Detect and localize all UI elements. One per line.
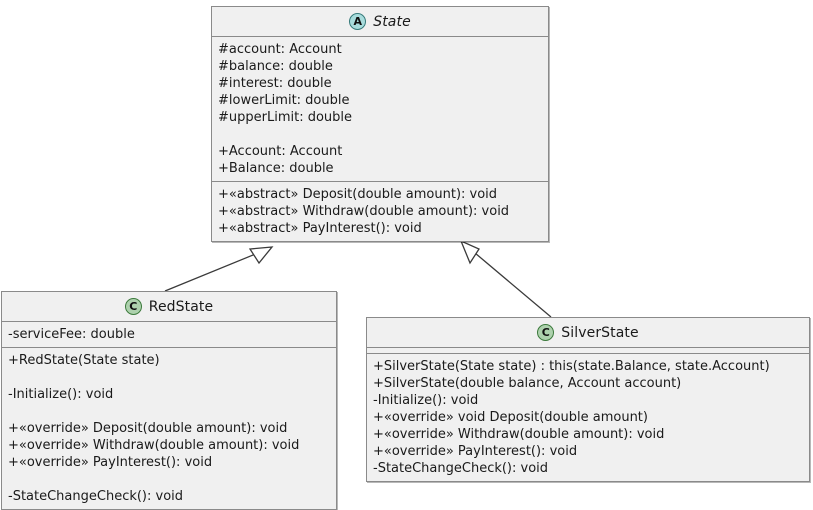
method-group-spacer — [8, 403, 331, 420]
class-header-redstate: C RedState — [2, 292, 336, 322]
method-line: +«abstract» PayInterest(): void — [218, 221, 422, 236]
method-group-spacer — [8, 369, 331, 386]
class-name-state: State — [373, 13, 411, 30]
method-line: -StateChangeCheck(): void — [373, 461, 549, 476]
method-line: +«override» Withdraw(double amount): voi… — [8, 438, 300, 453]
attribute-line: +Account: Account — [218, 144, 343, 159]
attribute-line: #upperLimit: double — [218, 110, 353, 125]
class-box-state[interactable]: A State #account: Account #balance: doub… — [211, 6, 549, 242]
class-header-silverstate: C SilverState — [367, 318, 809, 348]
attribute-line: #interest: double — [218, 76, 332, 91]
method-line: +«abstract» Withdraw(double amount): voi… — [218, 204, 510, 219]
method-line: +«override» Deposit(double amount): void — [8, 421, 288, 436]
attributes-compartment-state: #account: Account #balance: double #inte… — [212, 37, 548, 181]
attributes-compartment-redstate: -serviceFee: double — [2, 322, 336, 347]
method-line: +SilverState(State state) : this(state.B… — [373, 359, 770, 374]
attribute-line: -serviceFee: double — [8, 327, 135, 342]
methods-compartment-redstate: +RedState(State state) -Initialize(): vo… — [2, 347, 336, 509]
method-line: +«override» Withdraw(double amount): voi… — [373, 427, 665, 442]
method-line: +«override» PayInterest(): void — [373, 444, 578, 459]
hollow-triangle-arrowhead — [459, 239, 480, 265]
attribute-line: +Balance: double — [218, 161, 334, 176]
class-header-state: A State — [212, 7, 548, 37]
hollow-triangle-arrowhead — [248, 246, 274, 265]
methods-compartment-silverstate: +SilverState(State state) : this(state.B… — [367, 353, 809, 481]
attribute-group-spacer — [218, 126, 543, 143]
method-line: +«override» void Deposit(double amount) — [373, 410, 648, 425]
attribute-line: #balance: double — [218, 59, 333, 74]
generalization-redstate-to-state — [164, 246, 274, 292]
method-line: -StateChangeCheck(): void — [8, 489, 184, 504]
methods-compartment-state: +«abstract» Deposit(double amount): void… — [212, 181, 548, 241]
method-group-spacer — [8, 471, 331, 488]
class-name-silverstate: SilverState — [561, 324, 639, 341]
method-line: -Initialize(): void — [373, 393, 479, 408]
method-line: +SilverState(double balance, Account acc… — [373, 376, 682, 391]
class-box-silverstate[interactable]: C SilverState +SilverState(State state) … — [366, 317, 810, 482]
class-box-redstate[interactable]: C RedState -serviceFee: double +RedState… — [1, 291, 337, 510]
method-line: -Initialize(): void — [8, 387, 114, 402]
method-line: +«override» PayInterest(): void — [8, 455, 213, 470]
generalization-silverstate-to-state — [459, 239, 552, 318]
class-name-redstate: RedState — [148, 298, 214, 315]
attribute-line: #lowerLimit: double — [218, 93, 350, 108]
method-line: +«abstract» Deposit(double amount): void — [218, 187, 498, 202]
abstract-class-marker-icon: A — [349, 13, 367, 30]
concrete-class-marker-icon: C — [537, 324, 555, 341]
concrete-class-marker-icon: C — [124, 298, 142, 315]
method-line: +RedState(State state) — [8, 353, 160, 368]
attribute-line: #account: Account — [218, 42, 342, 57]
